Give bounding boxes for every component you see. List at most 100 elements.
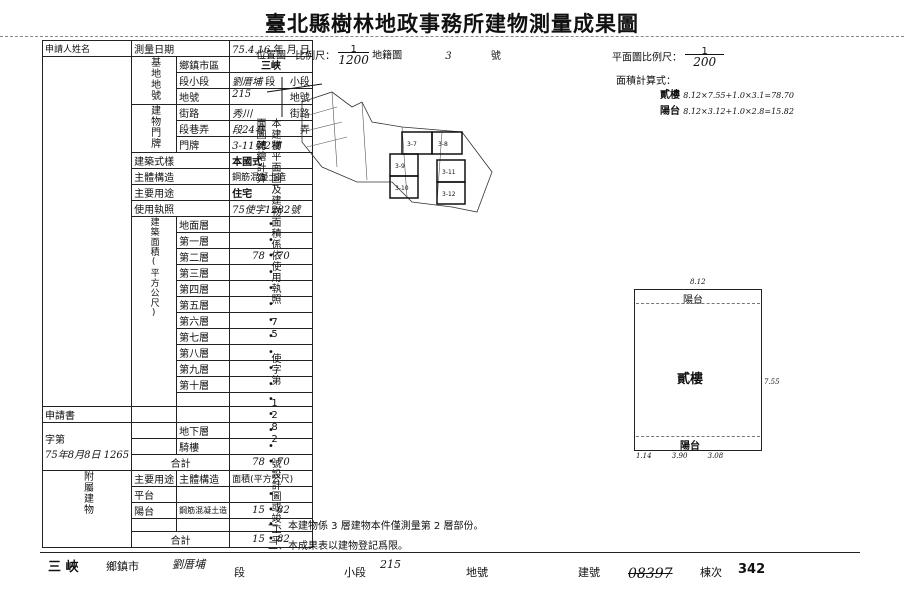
annex-structure [176,485,231,503]
calc-name: 陽台 [660,106,680,117]
applicant-label: 申請人姓名 [41,40,133,57]
use-label: 主要用途 [131,184,231,201]
footer-section-unit: 段 [234,566,245,579]
annex-total-value: 15 • 82 [229,531,313,549]
structure-label: 主體構造 [131,168,231,185]
footer: 三 峽 鄉鎮市 劉厝埔 段 小段 215 地號 建號 08397 棟次 342 [48,556,868,586]
location-map-unit: 號 [490,50,501,62]
floor-name: 第三層 [176,264,231,281]
address-label: 建物門牌 [131,104,178,153]
month-label: 月 [286,45,297,56]
floor-name: 第五層 [176,296,231,313]
section-label: 段小段 [176,72,231,89]
calc-formula: 8.12×3.12+1.0×2.8=15.82 [683,107,794,116]
footer-bar [40,552,860,553]
calc-label: 面積計算式： [616,76,676,87]
location-scale-label: 比例尺： [295,50,336,62]
footer-lot: 215 [380,558,401,571]
footer-lot-unit: 地號 [466,566,488,579]
location-label: 位置圖 [256,50,286,62]
floor-name: 第六層 [176,312,231,329]
day-label: 日 [299,45,310,56]
balcony-top-label: 陽台 [683,295,703,306]
footer-subsection-unit: 小段 [344,566,366,579]
annex-total-label: 合計 [131,531,231,549]
calc-formula: 8.12×7.55+1.0×3.1=78.70 [683,91,794,100]
subsection-unit: 小段 [289,77,310,88]
calc-name: 貳樓 [660,90,680,101]
lot-tag: 3-12 [442,191,456,198]
footer-building-label: 建號 [578,566,600,579]
balcony-bottom-label: 陽台 [680,441,700,452]
footer-section: 劉厝埔 [172,558,205,571]
footer-count-label: 棟次 [700,566,722,579]
location-scale-num: 1 [350,44,357,55]
total-label: 合計 [131,453,231,471]
survey-date-label: 測量日期 [134,45,175,56]
app-doc-char: 字第 [45,435,65,447]
year-label: 年 [273,45,284,56]
floor-name: 騎樓 [176,437,231,455]
floor-name: 第九層 [176,360,231,377]
plan-scale-fraction: 1 200 [685,46,725,69]
note-line: 一、本建物係 3 層建物本件僅測量第 2 層部份。 [268,521,484,532]
plan-scale-den: 200 [685,54,725,69]
location-header: 位置圖 比例尺： 1 1200 地籍圖 3 號 [256,44,556,67]
floor-name: 第七層 [176,328,231,345]
calc-line: 貳樓 8.12×7.55+1.0×3.1=78.70 [660,86,794,101]
street-label: 街路 [176,104,231,121]
style-label: 建築式樣 [131,152,231,169]
balcony-bottom-line [636,436,760,437]
floor-name [176,392,231,407]
document-title: 臺北縣樹林地政事務所建物測量成果圖 [265,12,639,36]
annex-use [131,517,178,533]
street-unit: 街路 [289,109,310,120]
plan-scale-label: 平面圖比例尺： [612,52,682,64]
annex-use: 平台 [131,485,178,503]
survey-form-table: 申請人姓名 測量日期 75.4.16 年 月 日 基地地號 鄉鎮市區 三峽 段小… [41,40,313,549]
floor-name: 地面層 [176,216,231,233]
location-scale-den: 1200 [338,52,369,67]
base-label: 基地地號 [131,56,178,105]
area-label: 建築面積(平方公尺) [131,216,178,407]
floor-name: 第八層 [176,344,231,361]
floor-value: • [229,376,313,393]
survey-date-value: 75.4.16 [232,45,271,56]
lot-tag: 3-10 [395,185,409,192]
parcel-boundaries [301,91,493,213]
footer-township: 三 峽 [48,560,79,575]
lot-label: 地號 [176,88,231,105]
lane-label: 段巷弄 [176,120,231,137]
township-label: 鄉鎮市區 [176,56,231,73]
balcony-top-line [636,303,760,304]
section-unit: 段 [265,77,276,88]
lot-unit: 地號 [289,93,310,104]
floor-name: 第十層 [176,376,231,393]
main-room-label: 貳樓 [677,372,704,387]
license-label: 使用執照 [131,200,231,217]
note-line: 二、本成果表以建物登記爲限。 [268,541,408,552]
lot-tag: 3-11 [442,169,456,176]
annex-structure: 鋼筋混凝土造 [176,501,231,519]
location-map-label: 地籍圖 [372,50,403,62]
annex-area: 15 • 82 [229,501,313,519]
app-doc-value: 75年8月8日 1265 [45,450,130,462]
parcel-lines [301,91,443,203]
plan-scale: 平面圖比例尺： 1 200 [612,46,725,69]
floor-name: 地下層 [176,421,231,439]
floor-name: 第四層 [176,280,231,297]
footer-township-unit: 鄉鎮市 [106,560,139,573]
dim-top: 8.12 [690,278,706,286]
floor-name: 第一層 [176,232,231,249]
footer-count-value: 342 [738,562,766,577]
lot-tag: 3-8 [438,141,448,148]
door-label: 門牌 [176,136,231,153]
location-map-no: 3 [445,50,452,62]
lot-tag: 3-7 [407,141,417,148]
footer-building-no: 08397 [628,566,673,582]
plan-scale-num: 1 [701,46,708,57]
dim-right: 7.55 [764,378,780,386]
location-scale: 1 1200 [338,44,369,67]
alley-unit: 弄 [299,125,310,136]
lot-tag: 3-9 [395,163,405,170]
